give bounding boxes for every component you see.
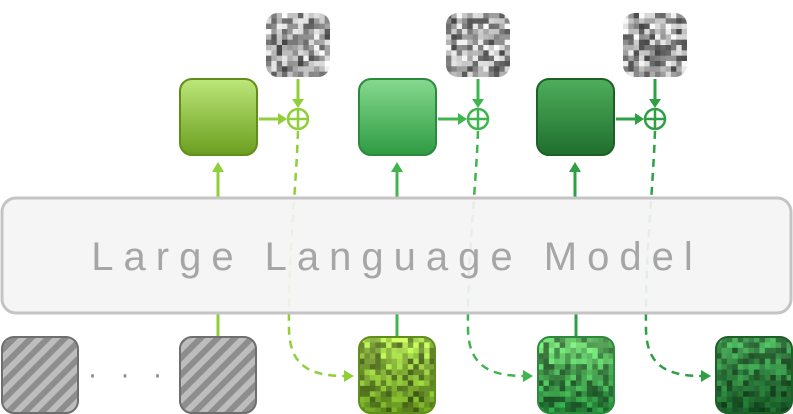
noise-arrow-3	[649, 79, 661, 108]
predicted-embedding-3	[536, 78, 615, 156]
predicted-embedding-2	[358, 78, 437, 156]
output-latent-2-border	[537, 336, 615, 414]
noise-tile-2	[446, 13, 510, 77]
circled-plus-icon	[286, 107, 310, 131]
combine-arrow-3	[616, 113, 644, 125]
output-latent-3	[716, 337, 792, 413]
noise-tile-1	[266, 13, 330, 77]
feedback-path-3	[644, 130, 711, 382]
output-arrow-2	[391, 162, 403, 197]
context-token-1	[1, 336, 79, 414]
feedback-path-1	[287, 130, 354, 382]
combine-arrow-2	[438, 113, 467, 125]
output-arrow-3	[569, 162, 581, 197]
output-latent-3-border	[715, 336, 793, 414]
noise-tile-3	[623, 13, 687, 77]
output-latent-2	[538, 337, 614, 413]
output-arrow-1	[212, 162, 224, 197]
circled-plus-icon	[466, 107, 490, 131]
feedback-path-2	[466, 130, 533, 382]
output-latent-1-border	[358, 336, 436, 414]
combine-arrow-1	[259, 113, 287, 125]
context-ellipsis: · · ·	[88, 362, 169, 392]
context-token-2	[179, 336, 257, 414]
llm-block	[0, 196, 793, 315]
llm-label: Large Language Model	[91, 235, 702, 279]
output-latent-1	[359, 337, 435, 413]
noise-arrow-2	[472, 79, 484, 108]
circled-plus-icon	[643, 107, 667, 131]
noise-arrow-1	[292, 79, 304, 108]
predicted-embedding-1	[179, 78, 258, 156]
